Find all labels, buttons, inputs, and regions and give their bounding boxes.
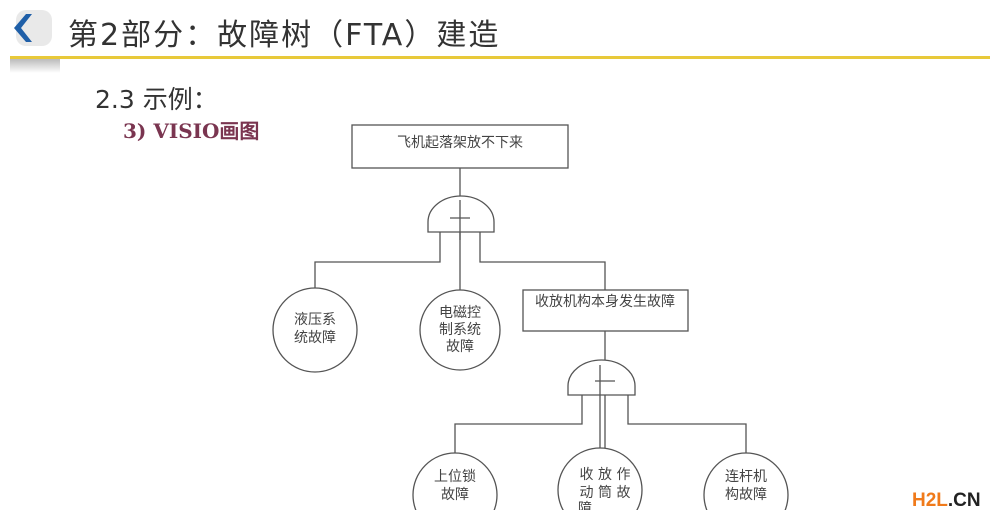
event-label: 故障 [441,487,469,503]
event-label: 上位锁 [434,469,476,485]
event-label: 制系统 [439,322,481,338]
section-subheading: 3) VISIO画图 [123,119,260,143]
event-label: 动 筒 故 [580,484,631,501]
slide-title: 第2部分：故障树（FTA）建造 [68,18,501,53]
divider-shadow [10,59,60,73]
intermediate-event-box [522,289,689,332]
event-circle [412,452,498,510]
fault-tree-diagram: 飞机起落架放不下来 液压系 统故障 电磁控 制系统 故障 收放机构本身发生故障 … [272,124,789,510]
event-label: 统故障 [294,330,336,346]
event-label: 障 [578,501,592,510]
event-circle [272,287,358,373]
title-divider [10,56,990,59]
event-label: 液压系 [294,312,336,328]
event-label: 电磁控 [439,305,481,321]
event-label: 收 放 作 [580,467,631,483]
or-gate-1 [427,195,495,233]
event-label: 构故障 [725,487,767,503]
watermark-logo: H2L.CN [912,490,981,512]
or-gate-2 [567,359,636,396]
event-label: 故障 [446,339,474,355]
section-heading: 2.3 示例： [95,85,218,114]
watermark-part1: H2L [912,490,948,511]
top-event-box [351,124,569,169]
event-label: 连杆机 [725,469,767,485]
chevron-left-icon[interactable] [8,8,54,48]
top-event-label: 飞机起落架放不下来 [397,135,523,151]
event-circle [557,447,643,510]
intermediate-event-label: 收放机构本身发生故障 [535,294,675,310]
watermark-part2: .CN [947,490,981,511]
event-circle [703,452,789,510]
event-circle [419,289,501,371]
